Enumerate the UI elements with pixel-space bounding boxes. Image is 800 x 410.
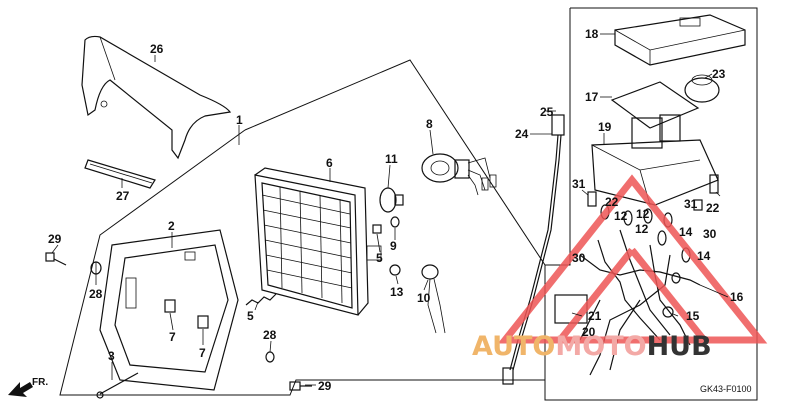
headlight-unit	[254, 167, 382, 316]
callout-labels: 26 27 1 2 3 29 28 7 7 6 5 8 11 9 5 13 10…	[48, 27, 752, 394]
callout-3: 3	[108, 349, 115, 363]
callout-27: 27	[116, 189, 130, 203]
watermark-text: AUTOMOTOHUB	[472, 331, 712, 362]
headlight-group-outline	[59, 59, 546, 396]
callout-1: 1	[236, 113, 243, 127]
callout-25: 25	[540, 105, 554, 119]
watermark-logo	[497, 174, 768, 344]
callout-28b: 28	[263, 328, 277, 342]
callout-12a: 12	[614, 209, 628, 223]
callout-12c: 12	[635, 222, 649, 236]
callout-18: 18	[585, 27, 599, 41]
callout-31a: 31	[572, 177, 586, 191]
bolt-29b	[289, 381, 312, 391]
position-socket	[389, 264, 446, 334]
callout-23: 23	[712, 67, 726, 81]
callout-17: 17	[585, 90, 599, 104]
callout-10: 10	[417, 291, 431, 305]
callout-28a: 28	[89, 287, 103, 301]
headlight-bulb	[379, 187, 404, 213]
callout-11: 11	[385, 152, 398, 166]
callout-8: 8	[426, 117, 433, 131]
callout-26: 26	[150, 42, 164, 56]
callout-30a: 30	[703, 227, 717, 241]
meter-clips	[587, 174, 719, 211]
wire-harness	[579, 229, 701, 376]
leader-lines	[51, 33, 729, 386]
adjusting-spring	[245, 293, 277, 306]
callout-22a: 22	[605, 195, 619, 209]
callout-7b: 7	[199, 346, 206, 360]
diagram-code: GK43-F0100	[700, 384, 752, 394]
adjusting-screw	[96, 372, 139, 399]
callout-13: 13	[390, 285, 404, 299]
callout-12b: 12	[636, 207, 650, 221]
callout-5b: 5	[376, 251, 383, 265]
small-clip	[372, 224, 382, 234]
callout-14a: 14	[679, 225, 693, 239]
callout-21: 21	[588, 309, 602, 323]
callout-16: 16	[730, 290, 744, 304]
callout-31b: 31	[684, 197, 698, 211]
speedometer-cable	[502, 114, 565, 385]
trip-knob	[684, 74, 720, 103]
callout-19: 19	[598, 120, 612, 134]
position-bulb	[390, 216, 400, 228]
callout-14b: 14	[697, 249, 711, 263]
svg-text:FR.: FR.	[32, 377, 48, 388]
callout-9: 9	[390, 239, 397, 253]
headlight-socket	[421, 153, 497, 196]
callout-24: 24	[515, 127, 529, 141]
grommet-28a	[90, 261, 102, 275]
callout-22b: 22	[706, 201, 720, 215]
front-direction-arrow: FR.	[8, 377, 48, 397]
callout-29b: 29	[318, 379, 332, 393]
callout-2: 2	[168, 219, 175, 233]
visor-trim-strip	[84, 159, 156, 189]
grommet-28b	[265, 351, 275, 363]
meter-cover	[614, 14, 746, 66]
callout-20: 20	[582, 325, 596, 339]
callout-29a: 29	[48, 232, 62, 246]
callout-7a: 7	[169, 330, 176, 344]
callout-30b: 30	[572, 251, 586, 265]
callout-15: 15	[686, 309, 700, 323]
clip-7a	[164, 299, 176, 313]
headlight-case	[99, 229, 239, 391]
callout-6: 6	[326, 156, 333, 170]
callout-5a: 5	[247, 309, 254, 323]
bolt-29a	[45, 252, 67, 266]
clip-7b	[197, 315, 209, 329]
headlight-visor	[81, 35, 232, 160]
